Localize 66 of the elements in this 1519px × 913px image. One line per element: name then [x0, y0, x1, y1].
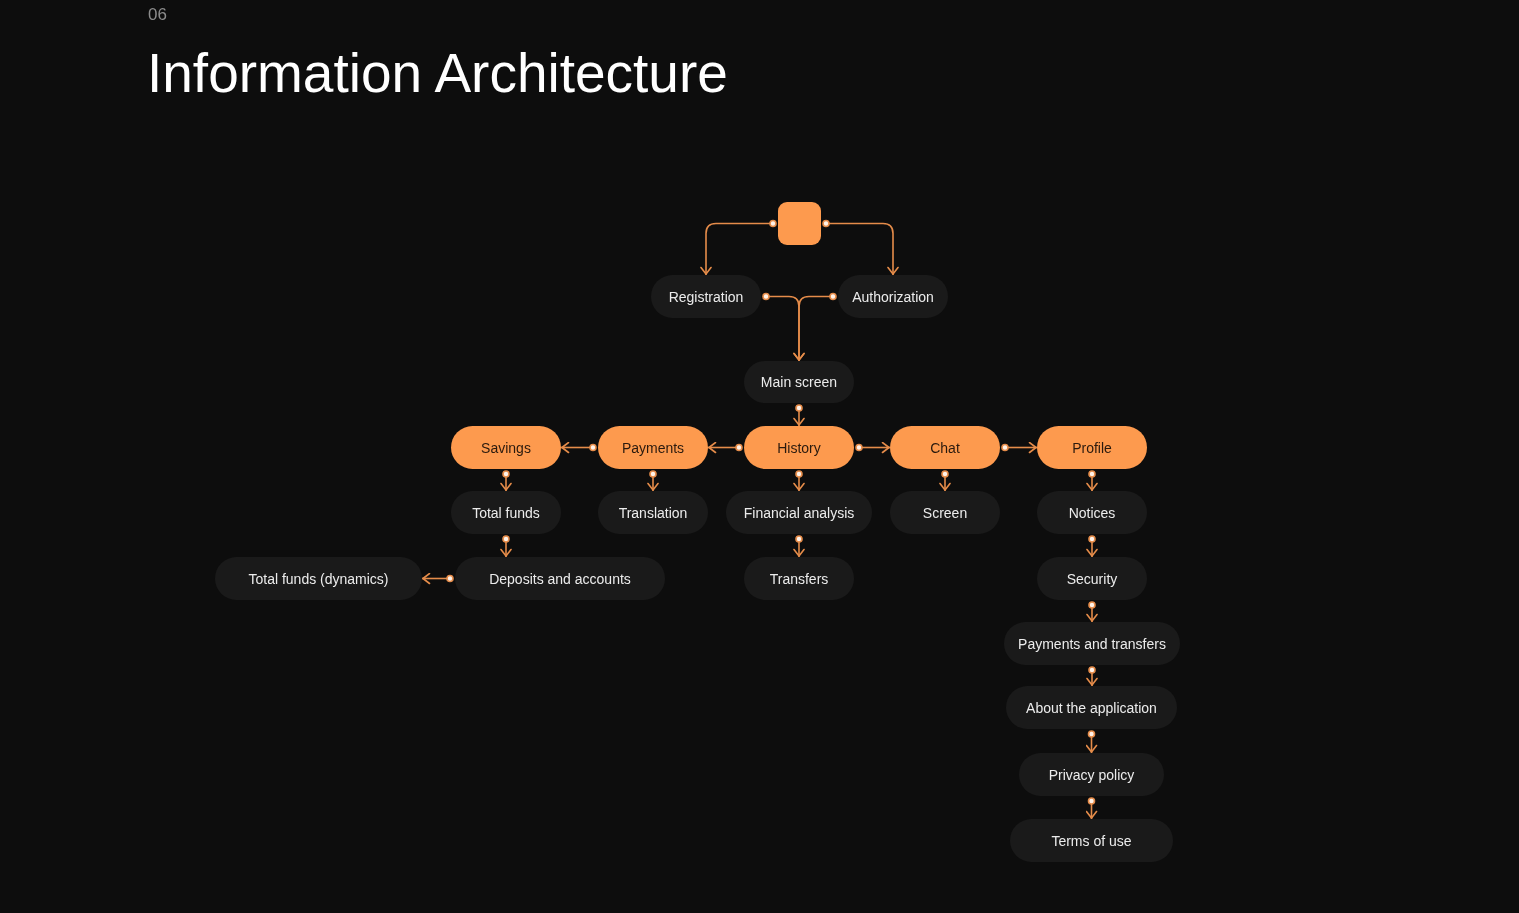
node-label: Deposits and accounts	[489, 569, 631, 588]
connector-arrow	[822, 219, 899, 276]
node-label: About the application	[1026, 698, 1157, 717]
connector-arrow	[500, 470, 512, 492]
section-node	[598, 426, 708, 469]
screen-node	[455, 557, 665, 600]
node-label: Main screen	[760, 373, 838, 391]
node-label: Total funds (dynamics)	[248, 569, 389, 588]
node-label: Terms of use	[1051, 831, 1132, 850]
node-label: Privacy policy	[1048, 765, 1135, 784]
connector-arrow	[1086, 535, 1098, 558]
connector-arrow	[793, 404, 805, 427]
section-node	[744, 426, 854, 469]
node-label: Payments and transfers	[1018, 634, 1166, 653]
connector-arrow	[1085, 797, 1098, 820]
node-label: Chat	[930, 438, 960, 457]
connector-arrow	[500, 535, 512, 558]
node-label: Notices	[1068, 503, 1116, 522]
connector-arrow	[700, 219, 777, 276]
screen-node	[651, 275, 761, 318]
node-label: Total funds	[472, 503, 540, 522]
node-label: Authorization	[852, 287, 934, 306]
screen-node	[1037, 491, 1147, 534]
node-label: Security	[1066, 569, 1118, 588]
page-title: Information Architecture	[147, 42, 728, 104]
connector-arrow	[647, 470, 659, 492]
node-label: History	[777, 438, 821, 457]
connector-arrow	[1085, 730, 1098, 754]
section-node	[890, 426, 1000, 469]
connector-arrow	[1086, 666, 1098, 687]
root-tile	[778, 202, 821, 245]
screen-node	[726, 491, 872, 534]
node-label: Translation	[618, 503, 688, 522]
screen-node	[1010, 819, 1173, 862]
screen-node	[744, 361, 854, 403]
page-number: 06	[148, 5, 167, 25]
connector-arrow	[560, 441, 597, 454]
screen-node	[890, 491, 1000, 534]
screen-node	[1037, 557, 1147, 600]
screen-node	[598, 491, 708, 534]
connector-arrow	[1086, 601, 1098, 623]
connector-arrow	[793, 470, 805, 492]
section-node	[451, 426, 561, 469]
connector-arrow	[793, 535, 805, 558]
node-label: Registration	[668, 287, 744, 306]
screen-node	[451, 491, 561, 534]
node-label: Payments	[621, 438, 685, 457]
connector-arrow	[793, 292, 837, 362]
connector-arrow	[707, 441, 743, 454]
screen-node	[1004, 622, 1180, 665]
section-node	[1037, 426, 1147, 469]
node-label: Profile	[1072, 438, 1112, 457]
node-label: Transfers	[769, 569, 829, 588]
screen-node	[215, 557, 422, 600]
node-label: Screen	[922, 503, 968, 522]
node-label: Savings	[481, 438, 531, 457]
screen-node	[1006, 686, 1177, 729]
screen-node	[1019, 753, 1164, 796]
connector-arrow	[939, 470, 951, 492]
screen-node	[838, 275, 948, 318]
connector-arrow	[1086, 470, 1098, 492]
connector-arrow	[855, 441, 891, 454]
connector-arrow	[421, 572, 454, 585]
node-label: Financial analysis	[743, 503, 855, 522]
screen-node	[744, 557, 854, 600]
connector-arrow	[1001, 441, 1038, 454]
